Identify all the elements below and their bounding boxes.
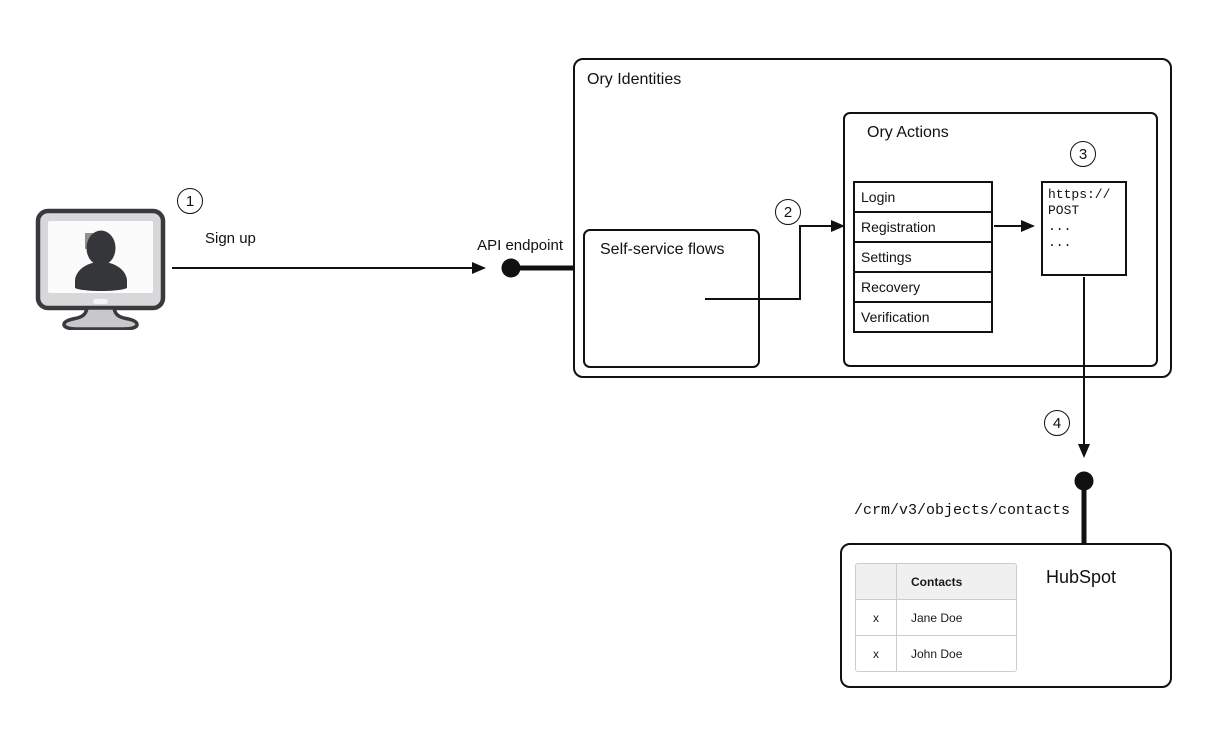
step-4-badge: 4 [1044,410,1070,436]
row-cell-x: x [856,600,897,635]
hubspot-box [840,543,1172,688]
hubspot-endpoint-dot [1074,471,1094,491]
code-line: ... [1048,235,1072,250]
flow-item-verification: Verification [855,301,991,331]
code-line: ... [1048,219,1072,234]
ory-identities-box [573,58,1172,378]
ory-identities-title: Ory Identities [587,71,682,88]
step-2-badge: 2 [775,199,801,225]
step-3-badge: 3 [1070,141,1096,167]
header-cell-contacts: Contacts [911,574,963,589]
code-line: POST [1048,203,1080,218]
header-cell-blank [856,564,897,599]
webhook-code-box: https:// POST ... ... [1041,181,1127,276]
table-row: x John Doe [856,635,1016,671]
hubspot-title: HubSpot [1046,567,1117,587]
sign-up-label: Sign up [205,230,256,247]
flow-list: Login Registration Settings Recovery Ver… [853,181,993,333]
ory-actions-title: Ory Actions [867,124,949,141]
api-endpoint-label: API endpoint [477,237,563,254]
ory-actions-box [843,112,1158,367]
endpoint-path-label: /crm/v3/objects/contacts [853,502,1070,519]
step-1-badge: 1 [177,188,203,214]
code-line: https:// [1048,187,1111,202]
flow-item-recovery: Recovery [855,271,991,301]
api-endpoint-dot [501,258,521,278]
flow-item-login: Login [861,189,896,205]
contacts-table-header: Contacts [856,564,1016,599]
monitor-button [93,299,108,304]
row-cell-x: x [856,636,897,671]
table-row: x Jane Doe [856,599,1016,635]
contacts-table: Contacts x Jane Doe x John Doe [855,563,1017,672]
row-cell-name: Jane Doe [911,610,963,625]
row-cell-name: John Doe [911,646,963,661]
user-terminal-icon [35,208,166,330]
flow-item-settings: Settings [855,241,991,271]
flow-item-registration: Registration [855,211,991,241]
self-service-flows-title: Self-service flows [600,241,725,258]
monitor-stand [62,306,139,330]
user-silhouette [75,230,127,291]
